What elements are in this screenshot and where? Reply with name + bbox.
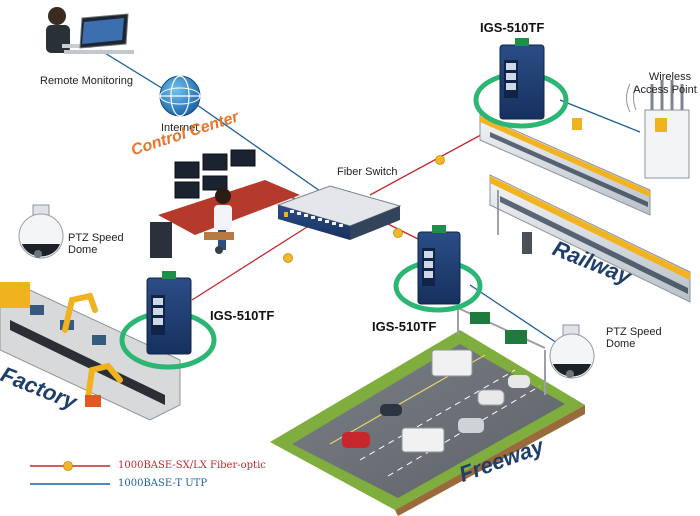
control-center-scene <box>150 149 300 258</box>
remote-monitoring-label: Remote Monitoring <box>40 75 133 87</box>
legend-fiber-label: 1000BASE-SX/LX Fiber-optic <box>118 460 266 471</box>
legend-utp-label: 1000BASE-T UTP <box>118 478 208 489</box>
fiber-marker <box>393 228 403 238</box>
wireless-ap-label-line2: Access Point <box>633 84 697 96</box>
globe-icon <box>159 75 201 117</box>
remote-monitoring-icon <box>46 7 134 54</box>
freeway-scene <box>270 305 585 516</box>
legend <box>30 461 110 485</box>
factory-scene <box>0 282 181 421</box>
igs-left-label: IGS-510TF <box>210 308 275 323</box>
utp-link-ap-top-switch <box>559 99 641 133</box>
fiber-link-switch-top <box>369 129 491 196</box>
igs-switch-mid <box>393 225 483 313</box>
legend-fiber-marker <box>63 461 73 471</box>
igs-switch-left <box>119 271 217 370</box>
igs-mid-label: IGS-510TF <box>372 319 437 334</box>
wireless-ap-label-line1: Wireless <box>648 71 692 83</box>
railway-scene <box>479 114 691 303</box>
ptz-left-label-line1: PTZ Speed <box>68 232 124 244</box>
ptz-right-label-line2: Dome <box>606 338 636 350</box>
wireless-ap-icon <box>626 80 690 179</box>
ptz-camera-left-icon <box>18 204 64 259</box>
internet-label: Internet <box>161 122 199 134</box>
ptz-left-label-line2: Dome <box>68 244 98 256</box>
utp-link-internet-switch <box>189 99 331 199</box>
ptz-right-label-line1: PTZ Speed <box>606 326 662 338</box>
utp-link-ptz-right <box>469 284 561 346</box>
fiber-switch-label: Fiber Switch <box>337 166 398 178</box>
igs-top-label: IGS-510TF <box>480 20 545 35</box>
fiber-marker <box>283 253 293 263</box>
igs-switch-top <box>473 38 569 129</box>
ptz-camera-right-icon <box>549 324 595 379</box>
fiber-marker <box>435 155 445 165</box>
fiber-link-switch-left <box>191 219 319 301</box>
fiber-switch-icon <box>276 185 402 240</box>
